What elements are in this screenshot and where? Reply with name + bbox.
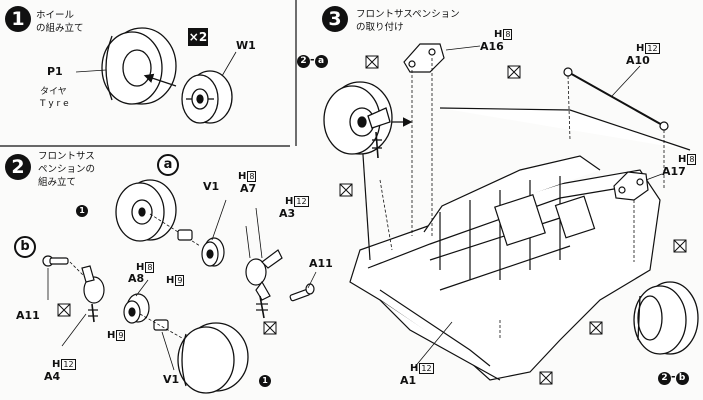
wheel-assembly-1-bottom <box>177 322 249 394</box>
part-v1-top <box>177 229 193 241</box>
screw-a11-left <box>42 255 69 267</box>
label-tyre-jp: タイヤ <box>40 87 67 97</box>
tyre-p1 <box>101 27 177 105</box>
label-v1-bottom: V1 <box>163 373 180 386</box>
part-a17 <box>613 171 649 201</box>
part-a10 <box>563 67 669 131</box>
sub-assembly-b-marker: b <box>14 236 36 258</box>
ref-2b: 2-b <box>658 371 689 385</box>
part-a3 <box>245 249 283 319</box>
step-3-title-line2: の取り付け <box>356 22 404 33</box>
label-a11-right: A11 <box>309 257 333 270</box>
front-wheel-2b <box>633 281 699 355</box>
front-wheel-2a <box>323 81 393 159</box>
part-a8 <box>123 293 150 324</box>
step-3-title-line1: フロントサスペンション <box>356 9 460 20</box>
part-v1-bottom <box>153 319 169 331</box>
chassis <box>349 107 691 381</box>
step-2-title-line3: 組み立て <box>38 177 77 188</box>
step-1-title-line2: の組み立て <box>36 23 84 34</box>
arrow-w1-into-tyre <box>143 73 177 87</box>
cement-icons <box>57 55 687 385</box>
label-tyre-en: T y r e <box>40 99 69 109</box>
part-a4 <box>81 265 105 323</box>
step-3-number: 3 <box>322 6 348 32</box>
wheel-w1 <box>181 70 233 124</box>
label-a11-left: A11 <box>16 309 40 322</box>
multiplier-badge: ×2 <box>188 28 208 46</box>
ref-step1-top: 1 <box>76 205 88 217</box>
step-1-title-line1: ホイール <box>36 10 75 21</box>
leader-lines <box>47 45 663 371</box>
step-2-title-line1: フロントサス <box>38 151 95 162</box>
step-2-title-line2: ペンションの <box>38 164 96 175</box>
step-2-number: 2 <box>5 154 31 180</box>
part-a16 <box>403 43 445 73</box>
part-a7 <box>201 237 225 267</box>
sub-assembly-a-marker: a <box>157 154 179 176</box>
label-w1: W1 <box>236 39 256 52</box>
step-1-number: 1 <box>5 6 31 32</box>
ref-step1-bottom: 1 <box>259 375 271 387</box>
label-p1: P1 <box>47 65 63 78</box>
ref-2a: 2-a <box>297 54 328 68</box>
label-v1-top: V1 <box>203 180 220 193</box>
screw-a11-right <box>289 283 315 302</box>
wheel-assembly-a <box>115 179 177 242</box>
